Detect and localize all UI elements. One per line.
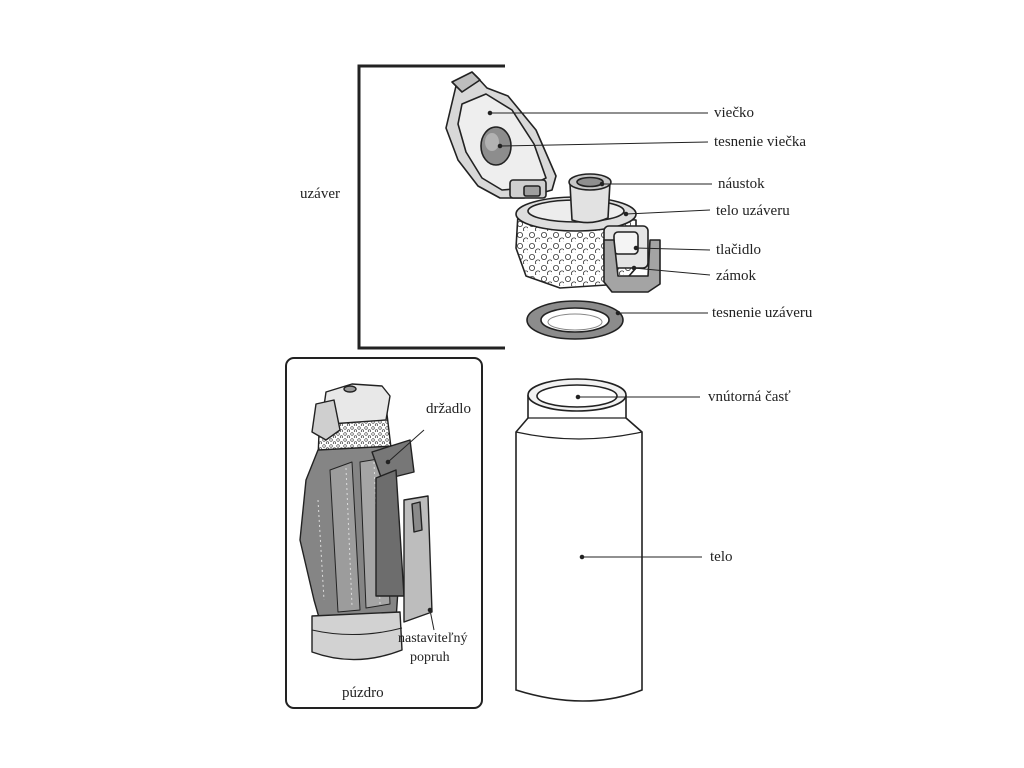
- label-cap-seal: tesnenie uzáveru: [712, 305, 813, 321]
- leader-handle: [387, 429, 425, 463]
- leader-cap-body: [625, 209, 711, 215]
- label-lock: zámok: [716, 268, 756, 284]
- label-lid: viečko: [714, 105, 754, 121]
- label-lid-seal: tesnenie viečka: [714, 134, 807, 150]
- leader-strap: [429, 609, 435, 631]
- cap-body-drawing: [515, 173, 661, 293]
- bottle-body-drawing: [515, 378, 643, 702]
- case-drawing: [299, 383, 433, 661]
- label-handle: držadlo: [426, 401, 471, 417]
- label-case: púzdro: [342, 685, 384, 701]
- lid-drawing: [445, 71, 557, 199]
- cap-seal-drawing: [526, 300, 624, 340]
- leader-lid-seal: [499, 141, 709, 147]
- leader-lock: [633, 267, 711, 276]
- label-spout: náustok: [718, 176, 765, 192]
- cap-group-bracket: [357, 64, 505, 350]
- label-cap-body: telo uzáveru: [716, 203, 790, 219]
- label-strap-line2: popruh: [410, 650, 450, 665]
- label-body: telo: [710, 549, 733, 565]
- leader-lines: [385, 110, 712, 631]
- leader-button: [635, 247, 711, 251]
- label-button: tlačidlo: [716, 242, 761, 258]
- label-strap-line1: nastaviteľný: [398, 631, 468, 646]
- label-cap-group: uzáver: [300, 186, 340, 202]
- label-inner-part: vnútorná časť: [708, 389, 791, 405]
